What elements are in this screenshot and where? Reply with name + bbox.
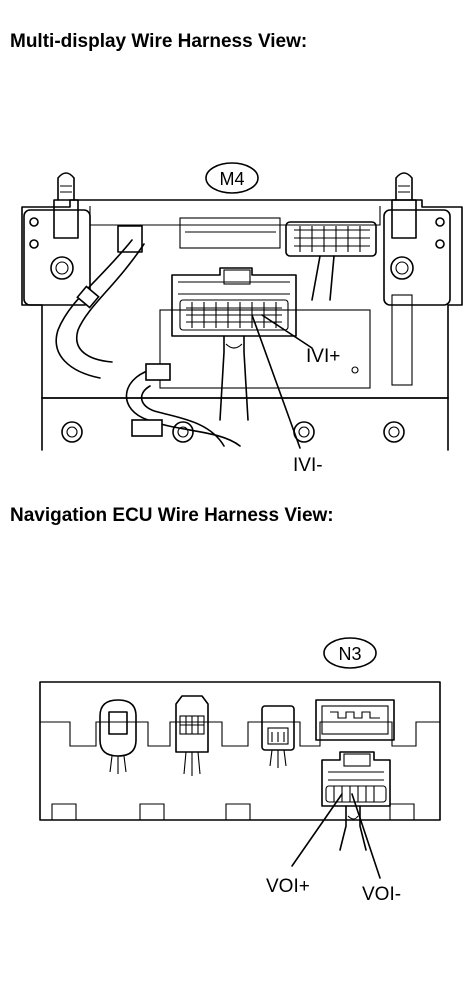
multi-display-heading: Multi-display Wire Harness View: bbox=[10, 31, 308, 52]
ivi-plus-label: IVI+ bbox=[306, 346, 340, 367]
navigation-ecu-heading: Navigation ECU Wire Harness View: bbox=[10, 505, 334, 526]
navigation-ecu-unit bbox=[39, 681, 441, 851]
connector-m4-label: M4 bbox=[205, 162, 259, 194]
voi-plus-callout: VOI+ bbox=[266, 793, 343, 897]
ivi-minus-callout: IVI- bbox=[251, 314, 323, 476]
ivi-plus-callout: IVI+ bbox=[261, 314, 340, 367]
connector-m4-text: M4 bbox=[219, 169, 244, 189]
connector-n3-label: N3 bbox=[323, 637, 377, 669]
ivi-minus-label: IVI- bbox=[293, 455, 323, 476]
connector-n3-text: N3 bbox=[338, 644, 361, 664]
voi-plus-label: VOI+ bbox=[266, 876, 310, 897]
voi-minus-callout: VOI- bbox=[351, 793, 401, 905]
voi-minus-label: VOI- bbox=[362, 884, 401, 905]
multi-display-unit bbox=[21, 172, 463, 451]
